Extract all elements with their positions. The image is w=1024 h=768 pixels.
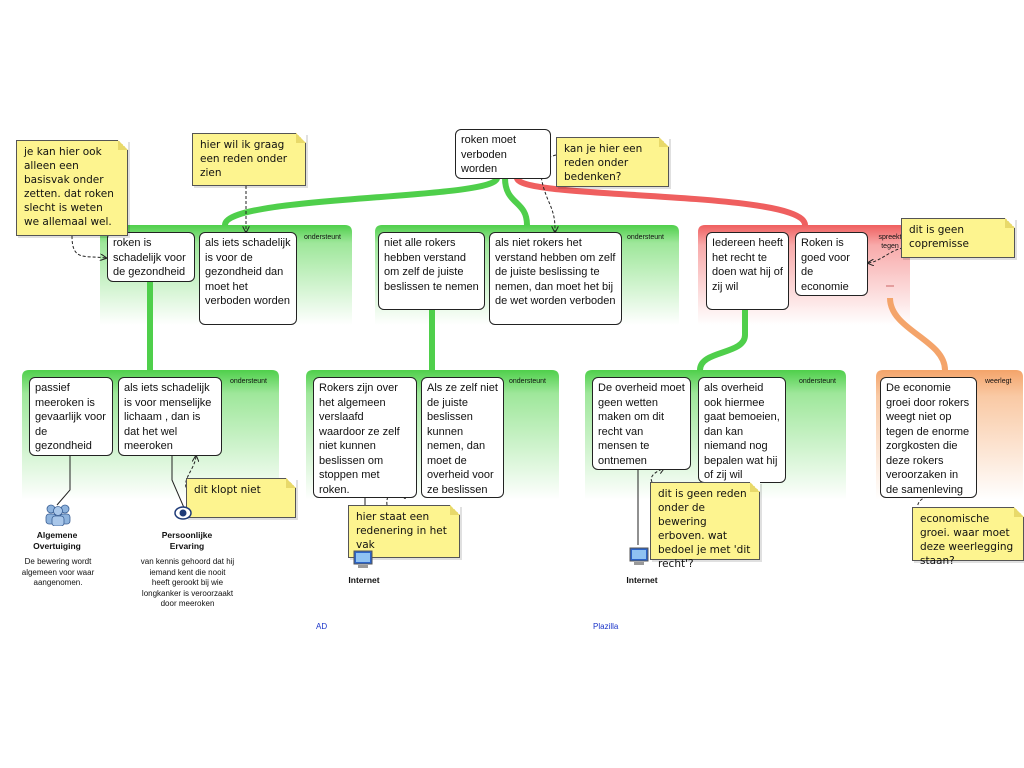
source-1-description: De bewering wordt algemeen voor waar aan… [21, 557, 95, 587]
connector-main-to-group2 [502, 177, 530, 226]
premise-p7[interactable]: passief meeroken is gevaarlijk voor de g… [29, 377, 113, 456]
source-line-1 [56, 456, 71, 506]
group4-relation-label: ondersteunt [230, 378, 267, 385]
comment-note-5[interactable]: dit klopt niet [186, 478, 296, 518]
premise-p8[interactable]: als iets schadelijk is voor menselijke l… [118, 377, 222, 456]
comment-note-6[interactable]: hier staat een redenering in het vak [348, 505, 460, 558]
connector-p5-to-group6 [697, 310, 748, 371]
source-4-title: Internet [626, 575, 658, 585]
comment-note-4[interactable]: dit is geen copremisse [901, 218, 1015, 258]
source-2-title: Persoonlijke Ervaring [161, 530, 213, 551]
premise-p4[interactable]: als niet rokers het verstand hebben om z… [489, 232, 622, 325]
premise-p10[interactable]: Als ze zelf niet de juiste beslissen kun… [421, 377, 504, 498]
premise-p11[interactable]: De overheid moet geen wetten maken om di… [592, 377, 691, 470]
comment-note-8[interactable]: economische groei. waar moet deze weerle… [912, 507, 1024, 567]
premise-p5[interactable]: Iedereen heeft het recht te doen wat hij… [706, 232, 789, 310]
pointer-note1 [71, 235, 106, 258]
pointer-note4 [868, 247, 904, 263]
group3-relation-label: spreekt tegen [878, 234, 902, 250]
source-line-2 [171, 456, 186, 511]
source-3-title: Internet [348, 575, 380, 585]
main-claim-box[interactable]: roken moet verboden worden [455, 129, 551, 179]
people-group-icon [45, 504, 71, 526]
source-1-title: Algemene Overtuiging [33, 530, 81, 551]
comment-note-7[interactable]: dit is geen reden onder de bewering erbo… [650, 482, 760, 570]
premise-p1[interactable]: roken is schadelijk voor de gezondheid [107, 232, 195, 282]
premise-p13[interactable]: De economie groei door rokers weegt niet… [880, 377, 977, 498]
premise-p6[interactable]: Roken is goed voor de economie [795, 232, 868, 296]
comment-note-2[interactable]: hier wil ik graag een reden onder zien [192, 133, 306, 186]
computer-icon-2 [629, 547, 649, 565]
source-link-ad[interactable]: AD [316, 622, 328, 631]
group5-relation-label: ondersteunt [509, 378, 546, 385]
premise-p12[interactable]: als overheid ook hiermee gaat bemoeien, … [698, 377, 786, 483]
eye-icon [174, 506, 192, 520]
group6-relation-label: ondersteunt [799, 378, 836, 385]
premise-p3[interactable]: niet alle rokers hebben verstand om zelf… [378, 232, 485, 310]
group2-relation-label: ondersteunt [627, 234, 664, 241]
group1-relation-label: ondersteunt [304, 234, 341, 241]
premise-p2[interactable]: als iets schadelijk is voor de gezondhei… [199, 232, 297, 325]
source-link-plazilla[interactable]: Plazilla [593, 622, 619, 631]
source-2-description: van kennis gehoord dat hij iemand kent d… [140, 557, 235, 608]
pointer-note7 [650, 468, 664, 483]
computer-icon-1 [353, 550, 373, 568]
pointer-note5 [185, 456, 196, 493]
connector-main-to-group3 [514, 176, 808, 227]
comment-note-3[interactable]: kan je hier een reden onder bedenken? [556, 137, 669, 187]
comment-note-1[interactable]: je kan hier ook alleen een basisvak onde… [16, 140, 128, 236]
connector-p6-to-group7 [887, 297, 948, 371]
premise-p9[interactable]: Rokers zijn over het algemeen verslaafd … [313, 377, 417, 498]
connector-main-to-group1 [222, 176, 500, 227]
group7-relation-label: weerlegt [985, 378, 1012, 385]
